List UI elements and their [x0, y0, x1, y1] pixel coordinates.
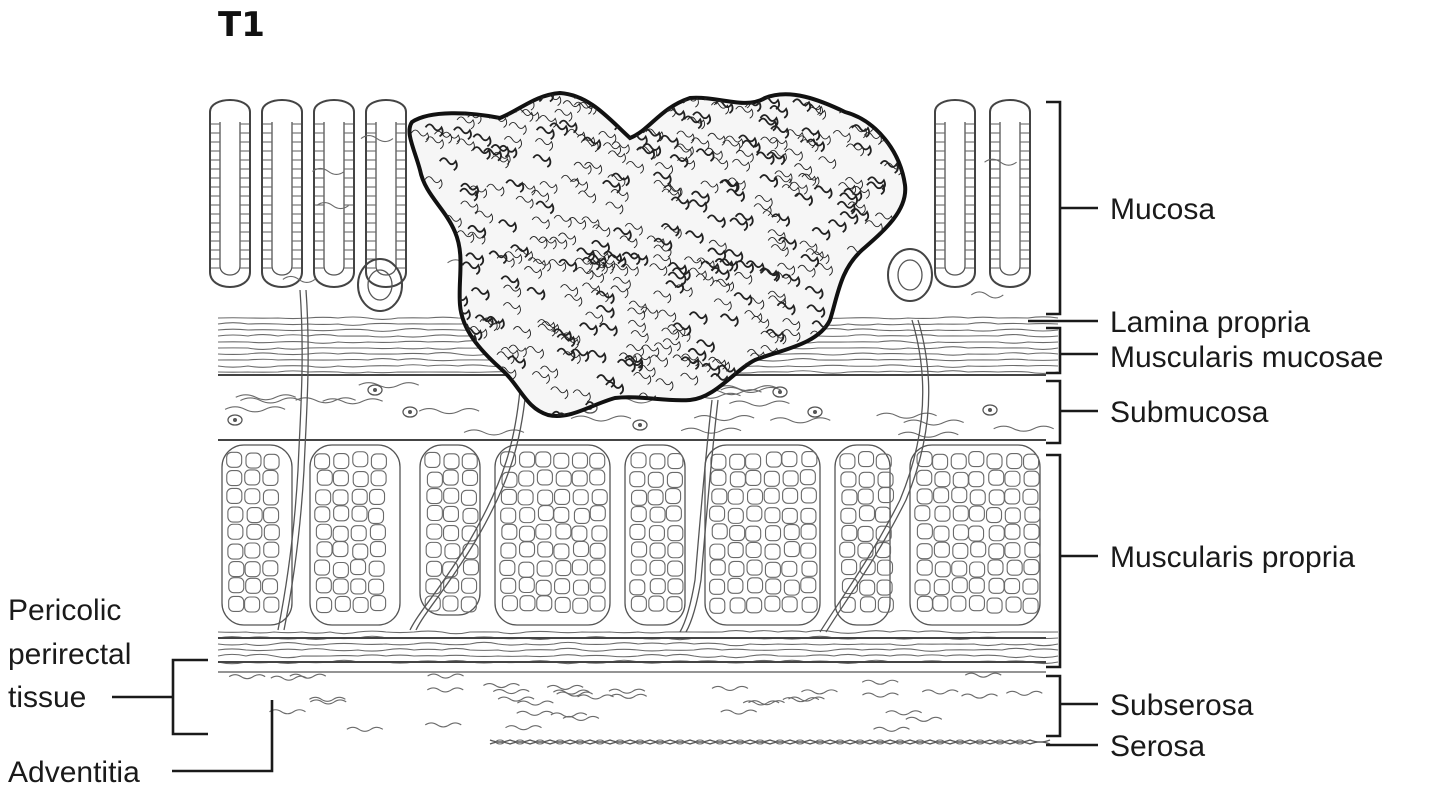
bracket-adventitia: [172, 700, 272, 771]
stage-title: T1: [218, 5, 265, 45]
bracket-mucosa: [1046, 102, 1098, 314]
label-muscularis-mucosae: Muscularis mucosae: [1110, 341, 1383, 374]
serosa-layer: [490, 740, 1050, 744]
label-mucosa: Mucosa: [1110, 193, 1215, 226]
muscularis-propria-layer: [218, 445, 1058, 664]
label-pericolic: Pericolic: [8, 594, 121, 627]
bracket-pericolic-tissue: [112, 660, 208, 734]
tissue-illustration: [210, 87, 1058, 744]
tumor-mass: [409, 87, 924, 429]
label-subserosa: Subserosa: [1110, 689, 1254, 722]
bracket-muscularis-propria: [1046, 455, 1098, 667]
bracket-subserosa: [1046, 676, 1098, 736]
label-serosa: Serosa: [1110, 730, 1205, 763]
label-muscularis-propria: Muscularis propria: [1110, 541, 1355, 574]
subserosa-layer: [218, 672, 1046, 731]
label-adventitia: Adventitia: [8, 756, 140, 789]
bracket-submucosa: [1046, 381, 1098, 443]
label-tissue: tissue: [8, 681, 86, 714]
label-perirectal: perirectal: [8, 638, 131, 671]
label-submucosa: Submucosa: [1110, 396, 1269, 429]
label-lamina-propria: Lamina propria: [1110, 306, 1310, 339]
